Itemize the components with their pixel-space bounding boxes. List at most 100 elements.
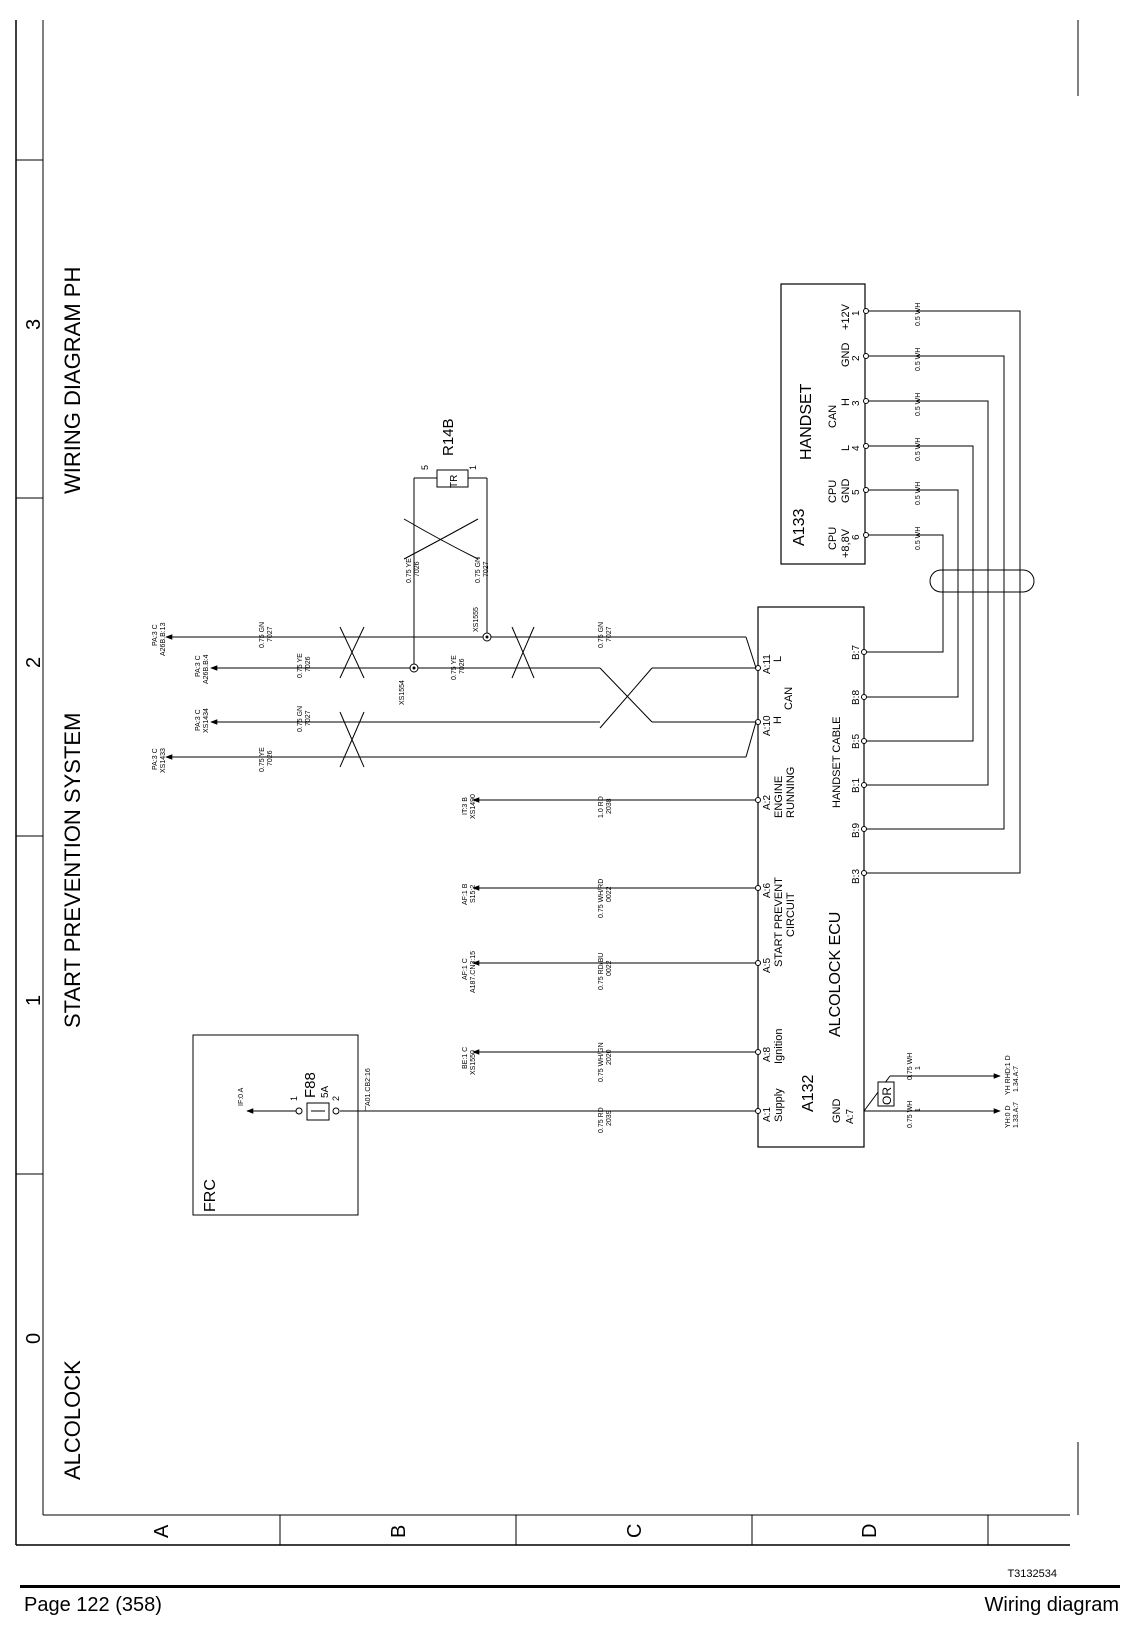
wire-ignition-num: 2020 xyxy=(606,1049,613,1065)
row-label-d: D xyxy=(859,1524,881,1538)
or-ref2-dest1: YH RHD:1 D xyxy=(1005,1055,1012,1095)
title-function: START PREVENTION SYSTEM xyxy=(60,713,85,1028)
hs-pin3-label: H xyxy=(840,398,852,406)
res-gn-label: 0.75 GN xyxy=(475,557,482,583)
can1-dest1: PA:3 C xyxy=(152,748,159,770)
pin-a11-label: H xyxy=(772,716,784,724)
wire-prevent2-label: 0.75 WH/RD xyxy=(598,879,605,918)
hs-pin2: 2 xyxy=(851,355,862,361)
resistor-name: R14B xyxy=(440,418,457,456)
handset-cable xyxy=(866,310,1035,874)
res-gn-num: 7027 xyxy=(483,561,490,577)
wire-ignition-label: 0.75 WH/GN xyxy=(598,1042,605,1082)
can2-num: 7027 xyxy=(305,710,312,726)
resistor-r14b: TR R14B 5 1 xyxy=(420,418,478,488)
wire-ignition-dest2: XS1550 xyxy=(470,1050,477,1075)
can2-dest2: XS1434 xyxy=(203,708,210,733)
wire-supply-num: 2039 xyxy=(606,1110,613,1126)
document-id: T3132534 xyxy=(1007,1568,1057,1580)
hs-pin6: 6 xyxy=(851,534,862,540)
can4-label: 0.75 GN xyxy=(259,622,266,648)
can-mid-ye-label: 0.75 YE xyxy=(451,655,458,680)
resistor-pin-right: 1 xyxy=(468,465,478,470)
left-wire-labels: 0.75 RD 2039 0.75 WH/GN 2020 BE:1 C XS15… xyxy=(462,794,613,1133)
hs-pin5: 5 xyxy=(851,489,862,495)
fuse-ref-out: IF:0 A xyxy=(238,1087,245,1106)
hs-wire4: 0.5 WH xyxy=(915,438,922,461)
wire-prevent2-dest2: S15:2 xyxy=(470,885,477,903)
wire-running-label: 1.0 RD xyxy=(598,796,605,818)
can1-dest2: XS1433 xyxy=(160,748,167,773)
ecu-handset-cable-label: HANDSET CABLE xyxy=(831,717,843,809)
title-system: ALCOLOCK xyxy=(60,1360,85,1480)
ecu-gnd-label: GND xyxy=(831,1099,843,1124)
hs-wire2: 0.5 WH xyxy=(915,348,922,371)
or-label: OR xyxy=(880,1087,894,1105)
can-mid-ye-num: 7026 xyxy=(459,658,466,674)
wire-ignition-dest1: BE:1 C xyxy=(462,1047,469,1069)
title-sheet: WIRING DIAGRAM PH xyxy=(60,267,85,494)
frc-label: FRC xyxy=(202,1179,219,1212)
pin-a1: A:1 xyxy=(762,1107,773,1122)
row-label-a: A xyxy=(151,1524,173,1538)
frc-connector-ref: A01.CB2:16 xyxy=(365,1068,372,1106)
can4-dest1: PA:3 C xyxy=(152,624,159,646)
can4-dest2: A26B.B:13 xyxy=(160,622,167,656)
connector-cup-symbol: ⌣ xyxy=(360,1105,370,1111)
can4-num: 7027 xyxy=(267,626,274,642)
pin-a7: A:7 xyxy=(845,1109,856,1124)
can1-num: 7026 xyxy=(267,750,274,766)
pin-a11: A:11 xyxy=(762,654,773,674)
or-wire-rhd: 0.75 WH xyxy=(907,1053,914,1080)
frc-block: FRC 2 1 F88 5A IF:0 A xyxy=(192,1034,359,1216)
wire-running-dest2: XS1490 xyxy=(470,794,477,819)
pin-b7: B:7 xyxy=(851,645,862,660)
can3-dest2: A26B.B:4 xyxy=(203,654,210,684)
can2-label: 0.75 GN xyxy=(297,706,304,732)
fuse-name: F88 xyxy=(302,1072,319,1098)
column-label-1: 1 xyxy=(23,995,45,1006)
or-ref2-dest2: 1.34.A:7 xyxy=(1013,1066,1020,1092)
ecu-name: ALCOLOCK ECU xyxy=(827,912,844,1037)
pin-b3: B:3 xyxy=(851,869,862,884)
res-ye-num: 7026 xyxy=(414,561,421,577)
ecu-can-label: CAN xyxy=(783,687,795,710)
wire-running-dest1: IT:3 B xyxy=(462,797,469,815)
hs-pin6-label2: CPU xyxy=(827,527,839,550)
pin-a6-label: CIRCUIT xyxy=(785,892,797,937)
hs-pin1-label: +12V xyxy=(840,303,852,330)
can-mid-gn-num: 7027 xyxy=(606,626,613,642)
alcolock-ecu: A132 ALCOLOCK ECU GND HANDSET CABLE CAN xyxy=(757,606,865,1148)
can-mid-gn-label: 0.75 GN xyxy=(598,622,605,648)
wire-prevent1-label: 0.75 RD/BU xyxy=(598,953,605,990)
column-label-0: 0 xyxy=(23,1333,45,1344)
can3-dest1: PA:3 C xyxy=(195,655,202,677)
footer-rule xyxy=(20,1585,1120,1588)
can3-label: 0.75 YE xyxy=(297,653,304,678)
ecu-id: A132 xyxy=(800,1075,817,1112)
pin-a5: A:5 xyxy=(762,958,773,973)
pin-a7-label: L xyxy=(772,656,784,662)
or-block xyxy=(863,1073,1001,1114)
can2-dest1: PA:3 C xyxy=(195,709,202,731)
pin-a2: A:2 xyxy=(762,795,773,810)
wire-prevent1-num: 0022 xyxy=(606,960,613,976)
splices: XS1554 XS1555 xyxy=(399,607,492,705)
hs-wire1: 0.5 WH xyxy=(915,303,922,326)
hs-wire5: 0.5 WH xyxy=(915,482,922,505)
or-wire-gnd: 0.75 WH xyxy=(907,1101,914,1128)
hs-pin4: 4 xyxy=(851,445,862,451)
resistor-glyph: TR xyxy=(449,475,460,488)
handset-a133: A133 HANDSET xyxy=(780,283,866,565)
pin-b9: B:9 xyxy=(851,823,862,838)
pin-a5-label: START PREVENT xyxy=(773,877,785,967)
fuse-pin-in: 1 xyxy=(289,1096,299,1101)
hs-pin3-label2: CAN xyxy=(827,405,839,428)
wire-prevent2-dest1: AF:1 B xyxy=(462,883,469,905)
hs-pin5-label: GND xyxy=(840,479,852,504)
wire-running-num: 2038 xyxy=(606,798,613,814)
page-number: Page 122 (358) xyxy=(24,1594,162,1616)
wire-prevent1-dest1: AF:1 C xyxy=(462,958,469,980)
splice-xs1554: XS1554 xyxy=(399,680,406,705)
pin-a10: A:10 xyxy=(762,715,773,736)
